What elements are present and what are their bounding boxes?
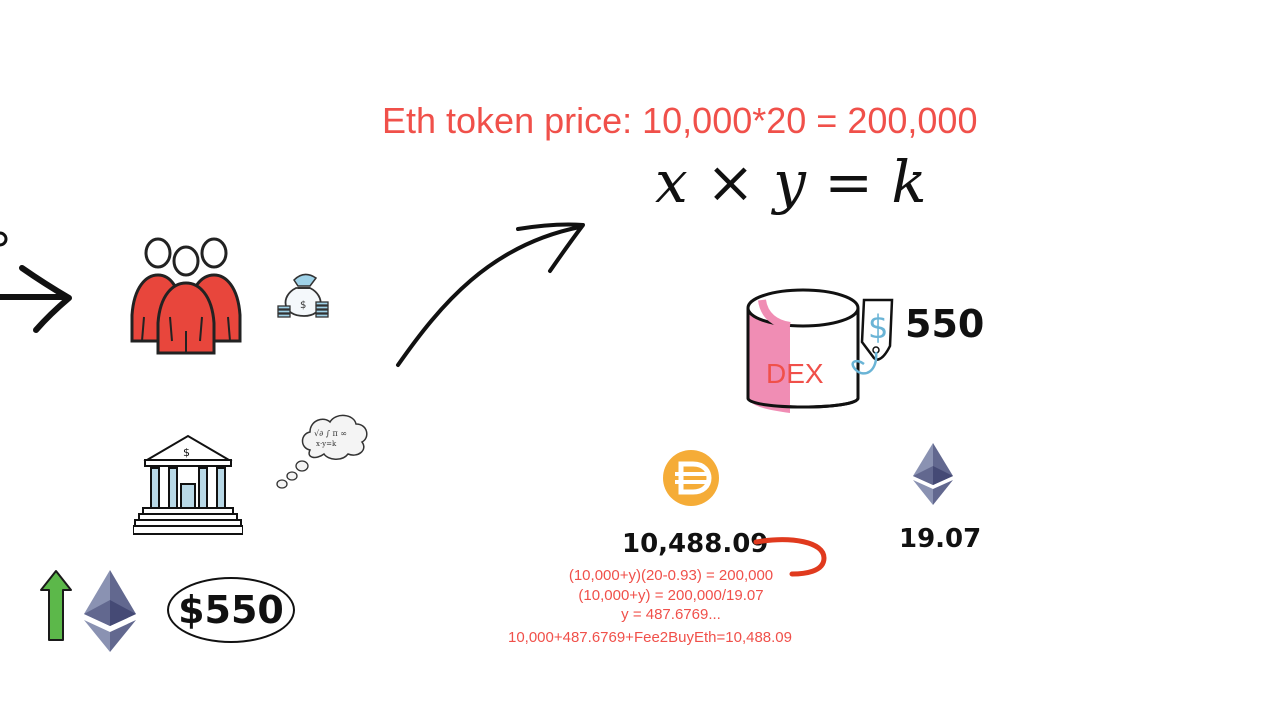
dai-coin-icon (663, 450, 719, 506)
ethereum-icon (84, 570, 136, 652)
calculation-block: (10,000+y)(20-0.93) = 200,000 (10,000+y)… (536, 566, 806, 625)
money-bag-icon: $ (277, 273, 329, 318)
constant-product-formula: x × y = k (655, 148, 927, 216)
dex-label: DEX (766, 358, 824, 389)
dai-amount: 10,488.09 (622, 529, 769, 559)
eth-amount: 19.07 (899, 524, 982, 554)
ethereum-right-icon (913, 443, 953, 505)
dex-icon (746, 288, 860, 413)
arrow-right-icon (0, 231, 72, 333)
up-arrow-icon (40, 570, 72, 641)
final-calculation: 10,000+487.6769+Fee2BuyEth=10,488.09 (507, 629, 792, 646)
people-icon (130, 237, 242, 355)
svg-text:$: $ (183, 446, 190, 459)
svg-text:√∂ ∫ π ∞: √∂ ∫ π ∞ (314, 429, 347, 438)
svg-text:$: $ (868, 308, 888, 346)
price-badge: $550 (167, 577, 295, 643)
calc-line: y = 487.6769... (621, 606, 721, 623)
bank-icon: $ (133, 434, 243, 535)
thought-cloud-icon: √∂ ∫ π ∞ x·y=k (276, 414, 368, 489)
curved-arrow-icon (396, 222, 585, 367)
calc-line: (10,000+y)(20-0.93) = 200,000 (568, 567, 774, 584)
svg-text:$: $ (300, 300, 306, 311)
calc-line: (10,000+y) = 200,000/19.07 (578, 586, 764, 604)
swoosh-arrow-icon (753, 537, 827, 577)
price-tag-icon: $ (851, 298, 894, 375)
svg-text:x·y=k: x·y=k (316, 440, 337, 448)
price-badge-text: $550 (178, 588, 284, 632)
price-title: Eth token price: 10,000*20 = 200,000 (382, 100, 978, 141)
dex-price: 550 (905, 302, 985, 346)
